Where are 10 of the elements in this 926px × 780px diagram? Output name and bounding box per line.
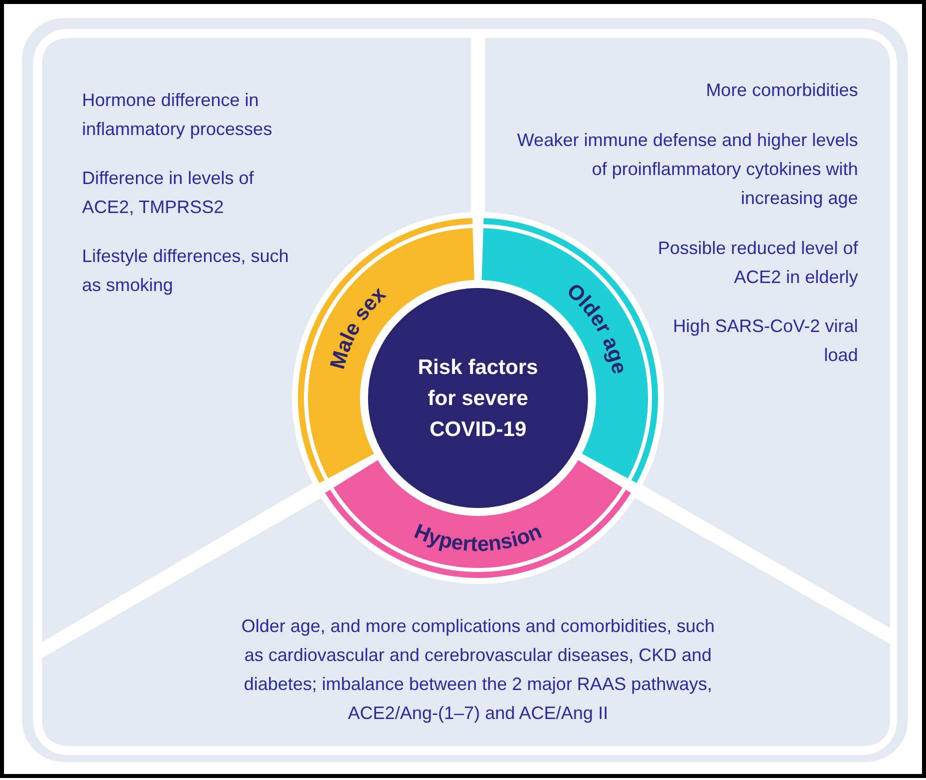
description-text: High SARS-CoV-2 viral load (672, 315, 858, 367)
description-text: Older age, and more complications and comorbidities, such as cardiovascular and cerebrovascular diseases, CKD and diabetes; imbalance between the 2 major RAAS pathways, ACE2/Ang-(1–7) and ACE/Ang II (240, 615, 716, 725)
description-text: More comorbidities (704, 79, 858, 102)
heading-text: Risk factors for severe COVID-19 (416, 354, 540, 442)
description-text: Weaker immune defense and higher levels of proinflammatory cytokines with increasing age (516, 129, 858, 210)
description-text: Possible reduced level of ACE2 in elderly (656, 237, 858, 289)
description-text: Hormone difference in inflammatory processes (82, 89, 274, 141)
description-text: Difference in levels of ACE2, TMPRSS2 (82, 167, 255, 219)
segment-label: Hypertension (410, 520, 546, 556)
description-text: Lifestyle differences, such as smoking (82, 245, 290, 297)
